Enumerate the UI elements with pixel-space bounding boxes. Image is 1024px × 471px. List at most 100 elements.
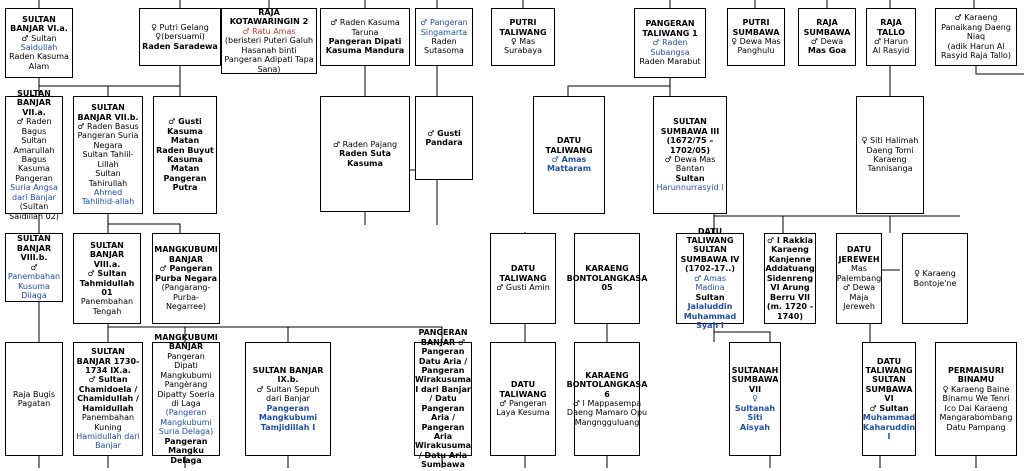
card-line: Panembahan Kuning [81,413,135,432]
card-line: SULTAN SUMBAWA III [660,117,720,136]
card-text: PUTRI SUMBAWA♀ Dewa Mas Panghulu [728,17,784,57]
person-card-sultan-sumbawa-iv[interactable]: DATU TALIWANG SULTAN SUMBAWA IV(1702-17.… [676,227,744,330]
card-line: Raden Suta Kasuma [339,149,391,168]
card-line: SULTAN BANJAR IX.b. [252,365,324,385]
card-line: ♂ Dewa [810,37,844,46]
person-card-sultan-banjar-viii-b[interactable]: SULTAN BANJAR VIII.b.♂Panembahan Kusuma … [5,233,63,302]
person-card-datu-taliwang-amas-mattaram[interactable]: DATU TALIWANG♂ Amas Mattaram [533,96,605,214]
card-line: ♂ Dewa Maja Jereweh [842,283,876,312]
card-line: Pangeran Mangkubumi Tamjidillah I [258,403,318,432]
card-line: ♂ Gusti Pandara [425,128,463,147]
card-line: ♂ Gusti Kasuma Matan [167,117,203,146]
card-line: ♂ Pangeran Purba Negara [154,264,217,283]
person-card-karaeng-bontolangkasa-6[interactable]: KARAENG BONTOLANGKASA 6♂ I Mappasempa Da… [567,342,647,456]
person-card-karaeng-bontojene[interactable]: ♀ Karaeng Bontoje'ne [902,233,968,324]
card-line: ♂ Sultan [21,33,57,43]
card-line: Ahmed Tahlihid-allah [81,188,135,207]
person-card-raja-tallo[interactable]: RAJA TALLO♂ Harun Al Rasyid [866,8,916,66]
card-text: PUTRI TALIWANG♀ Mas Surabaya [492,17,554,57]
person-card-raja-kotawaringin-2[interactable]: RAJA KOTAWARINGIN 2♂ Ratu Amas(beristeri… [221,8,317,74]
card-line: Raden Kasuma Alam [9,52,69,71]
card-line: Suria Angsa dari Banjar [10,183,58,202]
card-text: DATU TALIWANG♂ Gusti Amin [491,263,555,293]
card-text: ♂ I Rakkia Karaeng Kanjenne Addatuang Si… [763,235,816,322]
card-line: ♂ I Rakkia Karaeng Kanjenne Addatuang Si… [765,236,815,302]
card-line: ♂ Harun Al Rasyid [872,37,910,56]
card-text: SULTANAH SUMBAWA VII♀ Sultanah Siti Aisy… [730,365,781,433]
card-line: (Sultan Saidillah 02) [9,202,59,221]
card-line: ♂ Karaeng Panaikang Daeng Niaq [941,13,1011,42]
person-card-putri-gelang[interactable]: ♀ Putri Gelang ♀(bersuami)Raden Saradewa [139,8,221,66]
person-card-sultan-sumbawa-iii[interactable]: SULTAN SUMBAWA III(1672/75 – 1702/05)♂ D… [653,96,727,214]
person-card-karaeng-bontolangkasa-05[interactable]: KARAENG BONTOLANGKASA 05 [567,233,647,324]
card-line: Pangeran Mangku Delaga [164,436,208,465]
person-card-putri-taliwang[interactable]: PUTRI TALIWANG♀ Mas Surabaya [491,8,555,66]
card-line: ♂ Amas Madina [693,273,727,293]
card-line: ♂ Sultan Tahmidullah 01 [79,269,135,297]
card-line: MANGKUBUMI BANJAR [154,245,218,264]
card-line: ♂ Gusti Amin [496,283,550,293]
card-line: ♂ I Mappasempa Daeng Mamaro Opu Mangnggu… [566,399,648,427]
card-line: Jalaluddin Muhammad Syah I [683,302,737,330]
person-card-mangkubumi-banjar-purba-negara[interactable]: MANGKUBUMI BANJAR♂ Pangeran Purba Negara… [152,233,220,324]
card-line: SULTAN BANJAR VII.b. [77,103,139,122]
card-line: Panembahan Kusuma Dilaga [7,272,61,301]
card-text: SULTAN SUMBAWA III(1672/75 – 1702/05)♂ D… [654,116,726,194]
card-text: KARAENG BONTOLANGKASA 6♂ I Mappasempa Da… [565,370,650,429]
card-line: Raden Saradewa [142,41,218,51]
card-text: ♀ Putri Gelang ♀(bersuami)Raden Saradewa [140,22,220,52]
card-text: DATU TALIWANG♂ Pangeran Laya Kesuma [491,379,555,419]
card-line: SULTAN BANJAR VII.a. [16,88,52,117]
card-text: RAJA KOTAWARINGIN 2♂ Ratu Amas(beristeri… [222,7,316,75]
person-card-permaisuri-binamu[interactable]: PERMAISURI BINAMU♀ Karaeng Baine Binamu … [935,342,1017,456]
person-card-sultan-banjar-ix-b[interactable]: SULTAN BANJAR IX.b.♂ Sultan Sepuh dari B… [245,342,331,456]
person-card-datu-taliwang-laya-kesuma[interactable]: DATU TALIWANG♂ Pangeran Laya Kesuma [490,342,556,456]
card-line: SULTANAH SUMBAWA VII [731,365,779,394]
person-card-sultanah-sumbawa-vii[interactable]: SULTANAH SUMBAWA VII♀ Sultanah Siti Aisy… [729,342,781,456]
card-text: SULTAN BANJAR VIII.a.♂ Sultan Tahmidulla… [74,240,140,318]
card-line: DATU JEREWEH [838,245,880,264]
card-line: (Pangeran Mangkubumi Suria Delaga) [158,408,214,437]
card-line: Pangeran Datu Aria / Pangeran Wirakusuma… [414,347,472,470]
card-line: MANGKUBUMI BANJAR [154,332,218,352]
person-card-putri-sumbawa[interactable]: PUTRI SUMBAWA♀ Dewa Mas Panghulu [727,8,785,66]
person-card-sultan-banjar-viii-a[interactable]: SULTAN BANJAR VIII.a.♂ Sultan Tahmidulla… [73,233,141,324]
person-card-karaeng-panaikang[interactable]: ♂ Karaeng Panaikang Daeng Niaq(adik Haru… [935,8,1017,66]
card-text: ♂ Gusti Pandara [416,128,472,149]
card-line: Harunnurrasyid I [656,183,724,193]
card-text: ♂ Karaeng Panaikang Daeng Niaq(adik Haru… [936,12,1016,61]
person-card-sultan-banjar-ix-a[interactable]: SULTAN BANJAR 1730-1734 IX.a.♂ Sultan Ch… [73,342,143,456]
person-card-i-rakkia[interactable]: ♂ I Rakkia Karaeng Kanjenne Addatuang Si… [764,233,816,324]
card-line: Pangeran Putra [163,173,207,193]
person-card-datu-taliwang-gusti-amin[interactable]: DATU TALIWANG♂ Gusti Amin [490,233,556,324]
person-card-pangeran-banjar-datu-aria[interactable]: PANGERAN BANJAR ♂Pangeran Datu Aria / Pa… [414,328,472,469]
card-line: SULTAN BANJAR VIII.b. [16,234,52,263]
person-card-gusti-pandara[interactable]: ♂ Gusti Pandara [415,96,473,180]
card-line: (beristeri Puteri Galuh Hasanah binti Pa… [224,36,314,74]
card-line: KARAENG BONTOLANGKASA 6 [566,370,648,399]
person-card-raja-bugis-pagatan[interactable]: Raja Bugis Pagatan [5,342,63,456]
card-line: DATU TALIWANG SULTAN SUMBAWA VI [865,356,913,404]
card-line: Pangeran Dipati Mangkubumi Pangèrang Dip… [157,351,215,408]
card-line: DATU TALIWANG [545,136,593,155]
